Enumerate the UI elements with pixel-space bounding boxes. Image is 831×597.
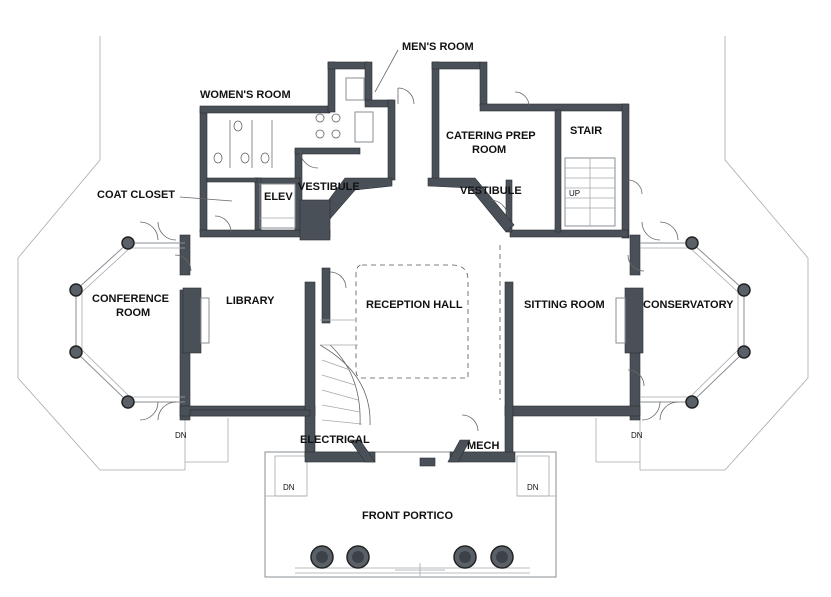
label-conservatory: CONSERVATORY <box>643 299 734 311</box>
label-sitting-room: SITTING ROOM <box>524 299 605 311</box>
reception-hall-outline <box>355 245 501 400</box>
room-labels: MEN'S ROOM WOMEN'S ROOM CATERING PREP RO… <box>92 41 734 522</box>
fireplaces <box>182 287 644 354</box>
label-vestibule-left: VESTIBULE <box>298 181 360 193</box>
label-stair: STAIR <box>570 125 602 137</box>
label-dn-portico-left: DN <box>283 483 295 492</box>
label-vestibule-right: VESTIBULE <box>460 185 522 197</box>
label-conference-1: CONFERENCE <box>92 293 169 305</box>
conservatory-bay <box>640 236 751 409</box>
restroom-fixtures <box>213 77 374 168</box>
label-coat-closet: COAT CLOSET <box>97 189 175 201</box>
label-catering-prep-1: CATERING PREP <box>446 130 536 142</box>
label-conference-2: ROOM <box>116 307 150 319</box>
leader-lines <box>179 49 399 202</box>
walls <box>179 61 641 467</box>
site-outline <box>17 36 809 471</box>
label-dn-left-wing: DN <box>175 431 187 440</box>
front-portico-area <box>264 451 557 578</box>
conference-bay <box>69 236 185 409</box>
door-swings <box>139 87 679 432</box>
label-womens-room: WOMEN'S ROOM <box>200 89 291 101</box>
label-library: LIBRARY <box>226 295 275 307</box>
label-reception-hall: RECEPTION HALL <box>366 299 463 311</box>
label-dn-portico-right: DN <box>527 483 539 492</box>
label-dn-right-wing: DN <box>631 431 643 440</box>
label-front-portico: FRONT PORTICO <box>362 510 453 522</box>
portico-columns <box>310 545 514 569</box>
label-up: UP <box>569 189 580 198</box>
label-electrical: ELECTRICAL <box>300 434 370 446</box>
label-mech: MECH <box>467 440 499 452</box>
grand-stair <box>319 319 371 426</box>
service-stair <box>564 157 616 227</box>
label-catering-prep-2: ROOM <box>472 144 506 156</box>
label-elev: ELEV <box>264 191 293 203</box>
elevator <box>259 183 296 229</box>
label-mens-room: MEN'S ROOM <box>402 41 474 53</box>
